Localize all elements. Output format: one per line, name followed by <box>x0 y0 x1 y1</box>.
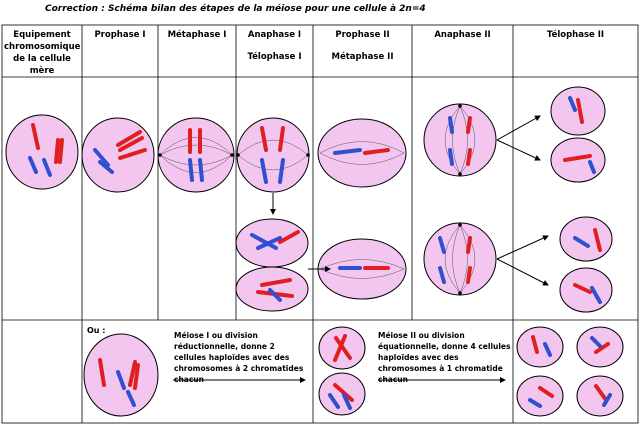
note-line: chromosomes à 1 chromatide <box>378 364 503 373</box>
cell-metaphase-2-bottom <box>317 238 407 300</box>
diagram-title: Correction : Schéma bilan des étapes de … <box>45 4 426 14</box>
header-anaphase-2: Anaphase II <box>434 30 491 40</box>
note-meiose-1: Méiose I ou division réductionnelle, don… <box>174 330 314 385</box>
cell-metaphase-2-top <box>317 118 407 188</box>
cell-prophase-1 <box>81 117 155 193</box>
header-prophase-2: Prophase II <box>335 30 390 40</box>
cell-bottom-m2-c <box>516 375 564 417</box>
cell-metaphase-1 <box>157 117 235 193</box>
note-line: chromosomes à 2 chromatides <box>174 364 304 373</box>
note-line: chacun <box>378 375 408 384</box>
cell-telophase-1-bottom <box>235 266 309 312</box>
cell-telophase-2-c <box>559 216 613 262</box>
note-line: haploïdes avec des <box>378 353 459 362</box>
cell-mother <box>5 114 79 190</box>
header-line: mère <box>29 66 55 76</box>
header-line: chromosomique <box>4 42 81 52</box>
header-prophase-1: Prophase I <box>94 30 146 40</box>
cell-anaphase-1 <box>236 117 310 193</box>
cell-anaphase-2-bottom <box>423 222 497 296</box>
note-meiose-2: Méiose II ou division équationnelle, don… <box>378 330 513 385</box>
note-line: équationnelle, donne 4 cellules <box>378 342 511 351</box>
header-telophase-2: Télophase II <box>546 30 605 40</box>
note-line: Méiose I ou division <box>174 331 258 340</box>
header-line: de la cellule <box>13 54 71 64</box>
header-line: Equipement <box>13 30 71 40</box>
header-telophase-1: Télophase I <box>247 52 302 62</box>
note-line: chacun <box>174 375 204 384</box>
header-metaphase-2: Métaphase II <box>331 52 394 62</box>
note-line: cellules haploïdes avec des <box>174 353 290 362</box>
ou-label: Ou : <box>87 326 106 335</box>
cell-anaphase-2-top <box>423 103 497 177</box>
cell-telophase-2-b <box>550 137 606 183</box>
cell-bottom-m1-bottom <box>318 372 366 416</box>
note-line: Méiose II ou division <box>378 331 465 340</box>
header-anaphase-1: Anaphase I <box>247 30 302 40</box>
cell-bottom-m2-d <box>576 375 624 417</box>
header-cell-equipment: Equipement chromosomique de la cellule m… <box>4 29 80 77</box>
cell-bottom-m2-a <box>516 326 564 368</box>
header-metaphase-1: Métaphase I <box>167 30 227 40</box>
note-line: réductionnelle, donne 2 <box>174 342 275 351</box>
